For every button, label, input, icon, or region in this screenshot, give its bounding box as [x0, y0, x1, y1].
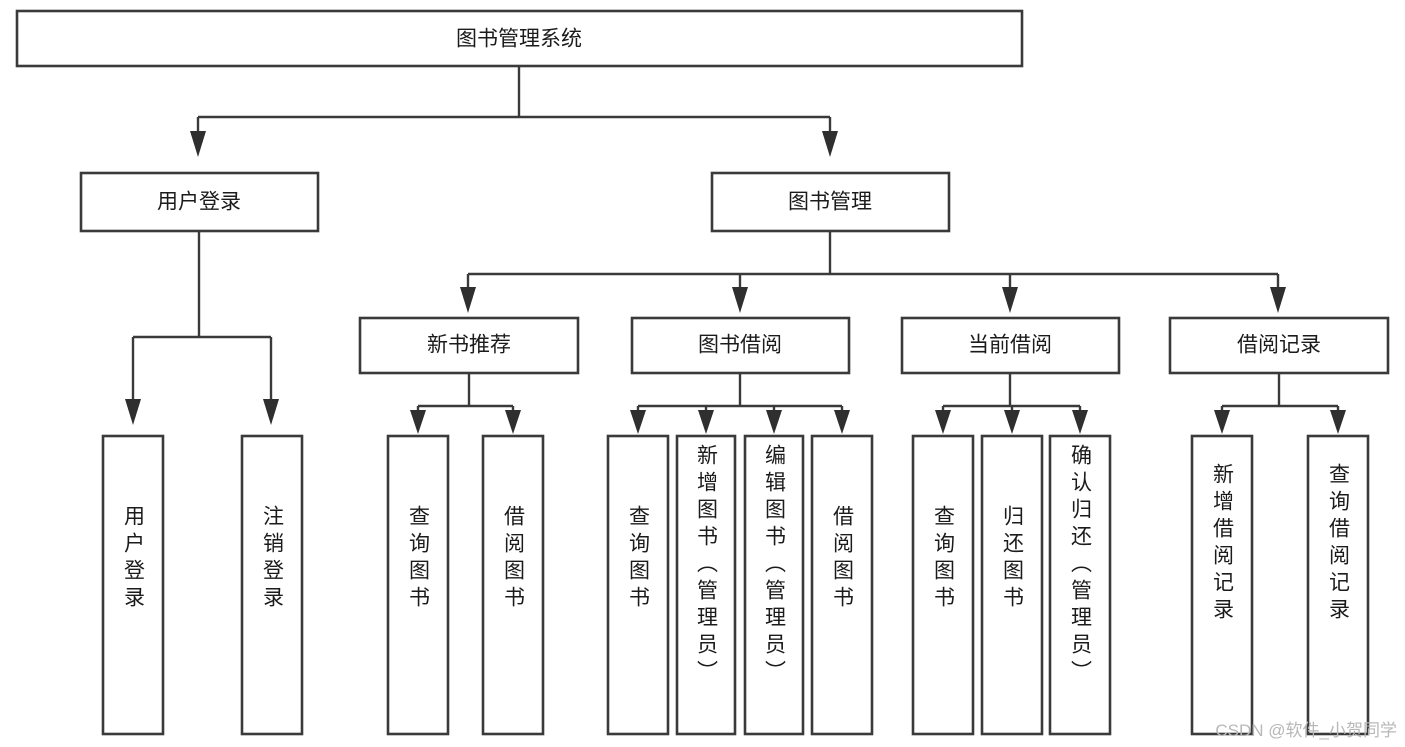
- node-user-login[interactable]: 用户登录: [79, 171, 320, 233]
- leaf-box-add-book-admin[interactable]: [675, 434, 737, 736]
- arrow-icon: [766, 410, 782, 434]
- leaf-box-user-login[interactable]: [101, 434, 165, 736]
- arrow-icon: [460, 287, 476, 313]
- arrow-icon: [630, 410, 646, 434]
- leaf-box-return-book[interactable]: [980, 434, 1044, 736]
- arrow-icon: [732, 287, 748, 313]
- leaf-box-query-borrow-record[interactable]: [1306, 434, 1370, 736]
- leaf-box-confirm-return-admin[interactable]: [1048, 434, 1112, 736]
- leaf-box-edit-book-admin[interactable]: [743, 434, 805, 736]
- leaf-box-add-borrow-record[interactable]: [1190, 434, 1254, 736]
- node-new-book-recommend[interactable]: 新书推荐: [358, 316, 580, 375]
- arrow-icon: [1330, 410, 1346, 434]
- current-borrow-box[interactable]: [900, 316, 1121, 375]
- borrow-record-label: 借阅记录: [1237, 334, 1321, 357]
- arrow-icon: [935, 410, 951, 434]
- arrow-icon: [1214, 410, 1230, 434]
- arrow-icon: [1004, 410, 1020, 434]
- arrow-icon: [822, 131, 838, 157]
- node-borrow-record[interactable]: 借阅记录: [1168, 316, 1390, 375]
- arrow-icon: [505, 410, 521, 434]
- connector-user-login-to-leaves: [125, 231, 279, 425]
- leaf-box-borrow-book[interactable]: [810, 434, 874, 736]
- arrow-icon: [410, 410, 426, 434]
- connector-new-book-recommend-to-leaves: [410, 373, 521, 434]
- node-root-book-management-system[interactable]: 图书管理系统: [15, 9, 1024, 68]
- connector-book-borrow-to-leaves: [630, 373, 850, 434]
- arrow-icon: [263, 399, 279, 425]
- arrow-icon: [1002, 287, 1018, 313]
- leaf-box-query-book-current[interactable]: [911, 434, 975, 736]
- root-label: 图书管理系统: [456, 28, 582, 51]
- connector-borrow-record-to-leaves: [1214, 373, 1346, 434]
- current-borrow-label: 当前借阅: [968, 334, 1052, 357]
- arrow-icon: [698, 410, 714, 434]
- node-current-borrow[interactable]: 当前借阅: [900, 316, 1121, 375]
- arrow-icon: [1270, 287, 1286, 313]
- arrow-icon: [1072, 410, 1088, 434]
- connector-root-to-level2: [190, 66, 838, 157]
- leaf-box-borrow-book-recommend[interactable]: [481, 434, 545, 736]
- arrow-icon: [125, 399, 141, 425]
- node-book-borrow[interactable]: 图书借阅: [630, 316, 851, 375]
- leaf-box-logout-login[interactable]: [240, 434, 304, 736]
- arrow-icon: [190, 131, 206, 157]
- book-borrow-label: 图书借阅: [698, 334, 782, 357]
- user-login-label: 用户登录: [157, 191, 241, 214]
- connector-book-management-to-level3: [460, 231, 1286, 313]
- new-book-recommend-box[interactable]: [358, 316, 580, 375]
- root-box[interactable]: [15, 9, 1024, 68]
- node-book-management[interactable]: 图书管理: [710, 171, 951, 233]
- watermark-text: CSDN @软件_小贺同学: [1215, 721, 1397, 740]
- arrow-icon: [834, 410, 850, 434]
- new-book-recommend-label: 新书推荐: [427, 334, 511, 357]
- book-management-label: 图书管理: [788, 191, 872, 214]
- connector-current-borrow-to-leaves: [935, 373, 1088, 434]
- leaf-box-query-book-recommend[interactable]: [386, 434, 450, 736]
- user-login-box[interactable]: [79, 171, 320, 233]
- leaf-box-query-book-borrow[interactable]: [606, 434, 670, 736]
